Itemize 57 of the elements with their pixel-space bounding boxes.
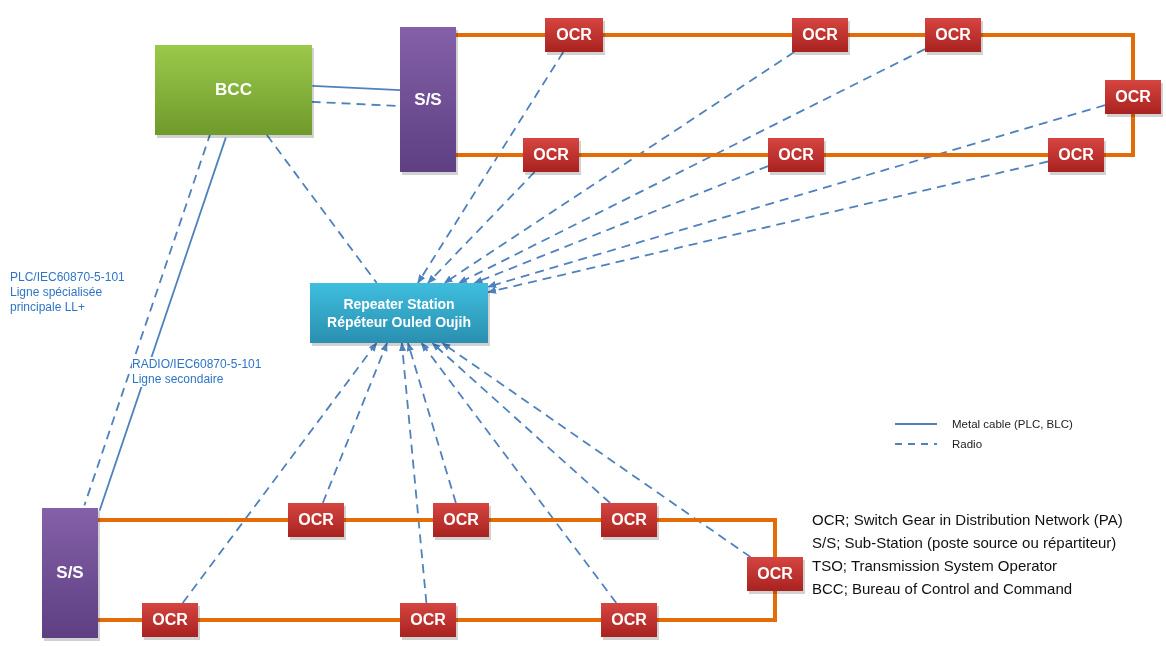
switchgear-box: OCR: [792, 18, 848, 52]
arrow: [457, 48, 926, 284]
power-line: [344, 518, 433, 522]
power-line: [657, 591, 777, 622]
power-line: [579, 153, 768, 157]
power-line: [98, 618, 142, 622]
arrow: [399, 342, 428, 604]
power-line: [489, 518, 601, 522]
switchgear-box: OCR: [768, 138, 824, 172]
abbreviation-note: OCR; Switch Gear in Distribution Network (PA): [812, 511, 1123, 528]
switchgear-box: OCR: [747, 557, 803, 591]
arrow: [406, 342, 457, 504]
switchgear-box: OCR: [288, 503, 344, 537]
arrow: [487, 160, 1049, 294]
power-line: [603, 33, 792, 37]
switchgear-box: OCR: [1048, 138, 1104, 172]
arrow: [443, 51, 796, 284]
arrow: [417, 51, 565, 284]
repeater-station-box: Repeater Station Répéteur Ouled Oujih: [310, 283, 488, 343]
arrow: [487, 104, 1106, 288]
arrow: [431, 342, 611, 504]
power-line: [198, 618, 400, 622]
arrow: [420, 342, 618, 604]
arrow: [181, 342, 378, 604]
power-line: [456, 618, 601, 622]
power-line: [657, 518, 777, 557]
power-line: [824, 153, 1048, 157]
switchgear-box: OCR: [545, 18, 603, 52]
arrow: [427, 171, 536, 284]
arrow: [321, 342, 388, 504]
legend-text: Radio: [952, 438, 983, 450]
control-center-box: BCC: [155, 45, 312, 135]
abbreviation-note: S/S; Sub-Station (poste source ou répartiteur): [812, 534, 1117, 551]
power-line: [98, 518, 288, 522]
power-line: [848, 33, 925, 37]
switchgear-box: OCR: [400, 603, 456, 637]
substation-box: S/S: [400, 27, 456, 172]
power-line: [456, 33, 545, 37]
connector-line: [311, 84, 402, 91]
switchgear-box: OCR: [601, 603, 657, 637]
power-line: [1104, 114, 1135, 157]
legend-text: Metal cable (PLC, BLC): [952, 418, 1073, 430]
switchgear-box: OCR: [142, 603, 198, 637]
arrow: [473, 165, 769, 284]
power-line: [981, 33, 1135, 80]
switchgear-box: OCR: [1105, 80, 1161, 114]
abbreviation-note: BCC; Bureau of Control and Command: [812, 580, 1073, 597]
switchgear-box: OCR: [433, 503, 489, 537]
switchgear-box: OCR: [925, 18, 981, 52]
substation-box: S/S: [42, 508, 98, 638]
switchgear-box: OCR: [523, 138, 579, 172]
power-line: [456, 153, 523, 157]
connector-line: [266, 134, 378, 284]
switchgear-box: OCR: [601, 503, 657, 537]
connector-line: [98, 136, 227, 512]
arrow: [441, 342, 752, 558]
abbreviation-note: TSO; Transmission System Operator: [812, 557, 1058, 574]
